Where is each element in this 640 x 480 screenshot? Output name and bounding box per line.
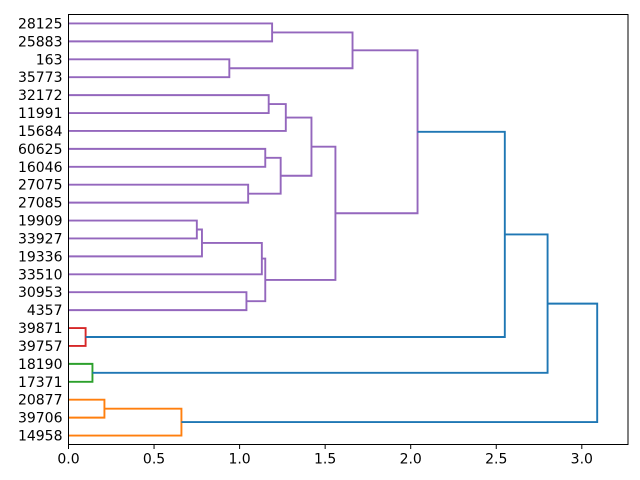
dendrogram-link bbox=[68, 183, 250, 204]
dendrogram-link bbox=[68, 362, 94, 383]
leaf-label: 15684 bbox=[18, 124, 63, 140]
leaf-label: 39871 bbox=[18, 321, 63, 337]
dendrogram-link bbox=[181, 302, 599, 424]
leaf-label: 30953 bbox=[18, 285, 63, 301]
leaf-label: 16046 bbox=[18, 160, 63, 176]
leaf-label: 60625 bbox=[18, 142, 63, 158]
x-tick-label: 2.0 bbox=[400, 452, 422, 468]
leaf-label: 18190 bbox=[18, 357, 63, 373]
leaf-label: 19909 bbox=[18, 214, 63, 230]
leaf-label: 32172 bbox=[18, 88, 63, 104]
leaf-label: 35773 bbox=[18, 70, 63, 86]
dendrogram-link bbox=[85, 130, 506, 338]
leaf-label: 14958 bbox=[18, 429, 63, 445]
leaf-label: 163 bbox=[36, 52, 63, 68]
x-tick-label: 3.0 bbox=[571, 452, 593, 468]
leaf-label: 33927 bbox=[18, 231, 63, 247]
dendrogram-link bbox=[68, 327, 87, 347]
dendrogram-link bbox=[68, 291, 248, 312]
x-tick-label: 1.5 bbox=[314, 452, 336, 468]
dendrogram-link bbox=[68, 219, 198, 240]
dendrogram-link bbox=[335, 49, 419, 215]
dendrogram-link bbox=[265, 145, 337, 281]
dendrogram-link bbox=[68, 103, 287, 132]
dendrogram-link bbox=[68, 407, 183, 437]
leaf-label: 4357 bbox=[27, 303, 63, 319]
x-tick-label: 0.5 bbox=[143, 452, 165, 468]
x-tick-label: 2.5 bbox=[485, 452, 507, 468]
leaf-label: 19336 bbox=[18, 249, 63, 265]
leaf-label: 39706 bbox=[18, 411, 63, 427]
leaf-label: 25883 bbox=[18, 34, 63, 50]
dendrogram-link bbox=[229, 31, 354, 70]
leaf-label: 33510 bbox=[18, 267, 63, 283]
dendrogram-link bbox=[68, 241, 263, 276]
x-tick-label: 1.0 bbox=[228, 452, 250, 468]
leaf-label: 28125 bbox=[18, 16, 63, 32]
leaf-label: 27085 bbox=[18, 196, 63, 212]
dendrogram-link bbox=[68, 22, 274, 43]
leaf-label: 39757 bbox=[18, 339, 63, 355]
dendrogram-link bbox=[68, 147, 267, 168]
dendrogram-link bbox=[68, 228, 203, 258]
leaf-label: 11991 bbox=[18, 106, 63, 122]
x-tick-label: 0.0 bbox=[57, 452, 79, 468]
dendrogram-link bbox=[68, 94, 270, 114]
dendrogram-link bbox=[68, 398, 106, 419]
leaf-label: 27075 bbox=[18, 178, 63, 194]
leaf-label: 17371 bbox=[18, 375, 63, 391]
dendrogram-link bbox=[68, 58, 231, 79]
axes-spines bbox=[68, 14, 629, 445]
dendrogram-link bbox=[92, 233, 549, 374]
leaf-label: 20877 bbox=[18, 393, 63, 409]
